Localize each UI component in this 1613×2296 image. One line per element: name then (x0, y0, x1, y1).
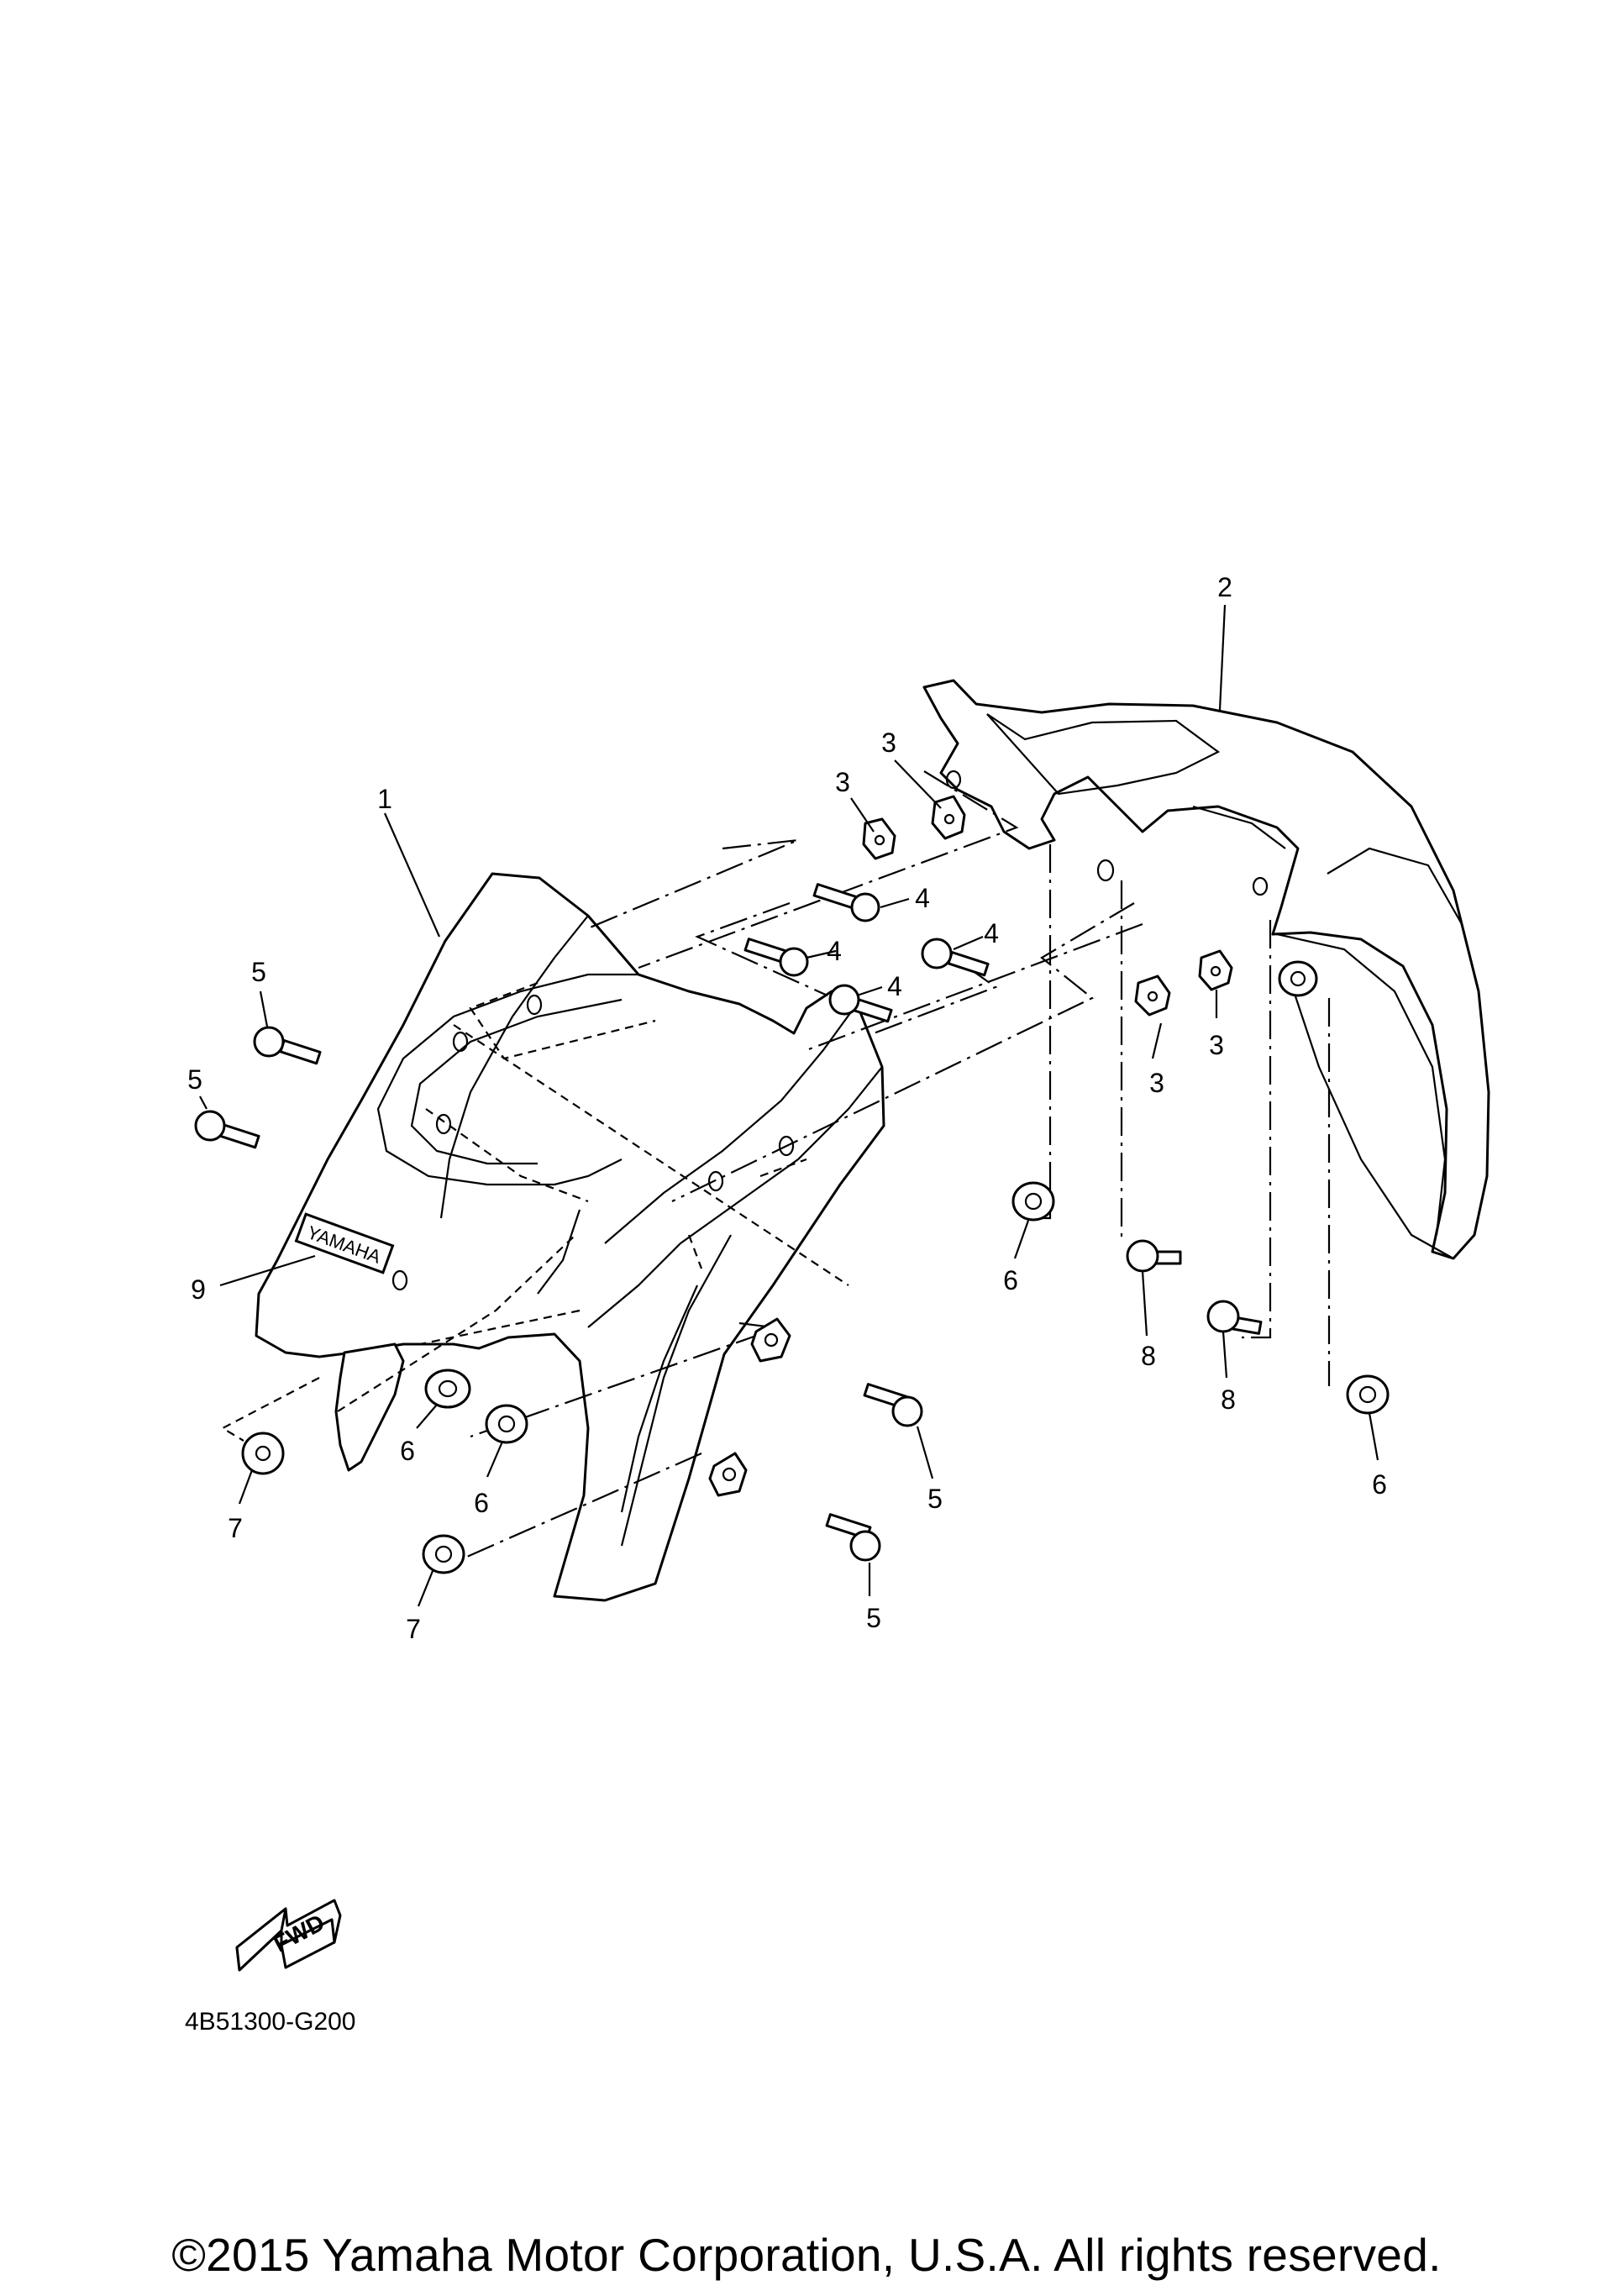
callout-9: 9 (191, 1274, 206, 1305)
grommet-6-d (1278, 960, 1318, 997)
grommet-6-e (1346, 1374, 1390, 1415)
callout-7: 7 (406, 1614, 421, 1644)
callout-6: 6 (1003, 1265, 1018, 1295)
fwd-direction-arrow: FWD (235, 1899, 342, 1972)
callout-5: 5 (927, 1484, 943, 1514)
plate-nut-a (750, 1317, 791, 1363)
callout-3: 3 (835, 767, 850, 797)
grommet-6-b (485, 1404, 528, 1444)
assembly-guide-lines (220, 770, 1331, 1564)
callout-8: 8 (1141, 1341, 1156, 1371)
front-fender (922, 679, 1490, 1260)
bolt-4-c (921, 938, 990, 977)
bolt-8-a (1126, 1239, 1182, 1273)
bolt-4-a (812, 883, 880, 922)
callout-8: 8 (1221, 1384, 1236, 1415)
callout-labels: 1 2 3 3 3 3 4 4 4 4 5 5 5 5 6 6 6 6 7 7 … (187, 572, 1387, 1644)
callout-5: 5 (251, 957, 266, 987)
callout-7: 7 (228, 1513, 243, 1543)
bolt-5-d (825, 1513, 881, 1562)
callout-4: 4 (984, 918, 999, 948)
rubber-7-a (241, 1432, 285, 1475)
bolt-5-a (253, 1026, 322, 1065)
bolt-5-b (194, 1110, 260, 1149)
diagram-code: 4B51300-G200 (185, 2008, 356, 2036)
callout-2: 2 (1217, 572, 1232, 602)
nut-3-c (1134, 975, 1171, 1017)
callout-5: 5 (866, 1603, 881, 1633)
bolt-4-d (828, 984, 893, 1023)
callout-4: 4 (887, 971, 902, 1001)
callout-6: 6 (474, 1488, 489, 1518)
leader-lines (199, 604, 1379, 1607)
callout-3: 3 (1149, 1068, 1164, 1098)
callout-4: 4 (827, 936, 842, 966)
callout-5: 5 (187, 1064, 202, 1095)
grommet-6-a (424, 1369, 471, 1409)
callout-3: 3 (1209, 1030, 1224, 1060)
grommet-6-c (1011, 1181, 1055, 1222)
callout-1: 1 (377, 784, 392, 814)
bolt-8-b (1206, 1300, 1263, 1335)
bolt-5-c (863, 1383, 923, 1427)
callout-3: 3 (881, 728, 896, 758)
callout-6: 6 (1372, 1469, 1387, 1500)
callout-4: 4 (915, 883, 930, 913)
front-cowl: YAMAHA (255, 872, 885, 1602)
rubber-7-b (422, 1534, 465, 1574)
callout-6: 6 (400, 1436, 415, 1466)
plate-nut-b (708, 1452, 748, 1497)
fasteners (194, 795, 1390, 1574)
nut-3-d (1198, 949, 1233, 991)
copyright-notice: ©2015 Yamaha Motor Corporation, U.S.A. A… (171, 2229, 1442, 2281)
nut-3-b (931, 795, 966, 840)
bolt-4-b (743, 938, 809, 977)
